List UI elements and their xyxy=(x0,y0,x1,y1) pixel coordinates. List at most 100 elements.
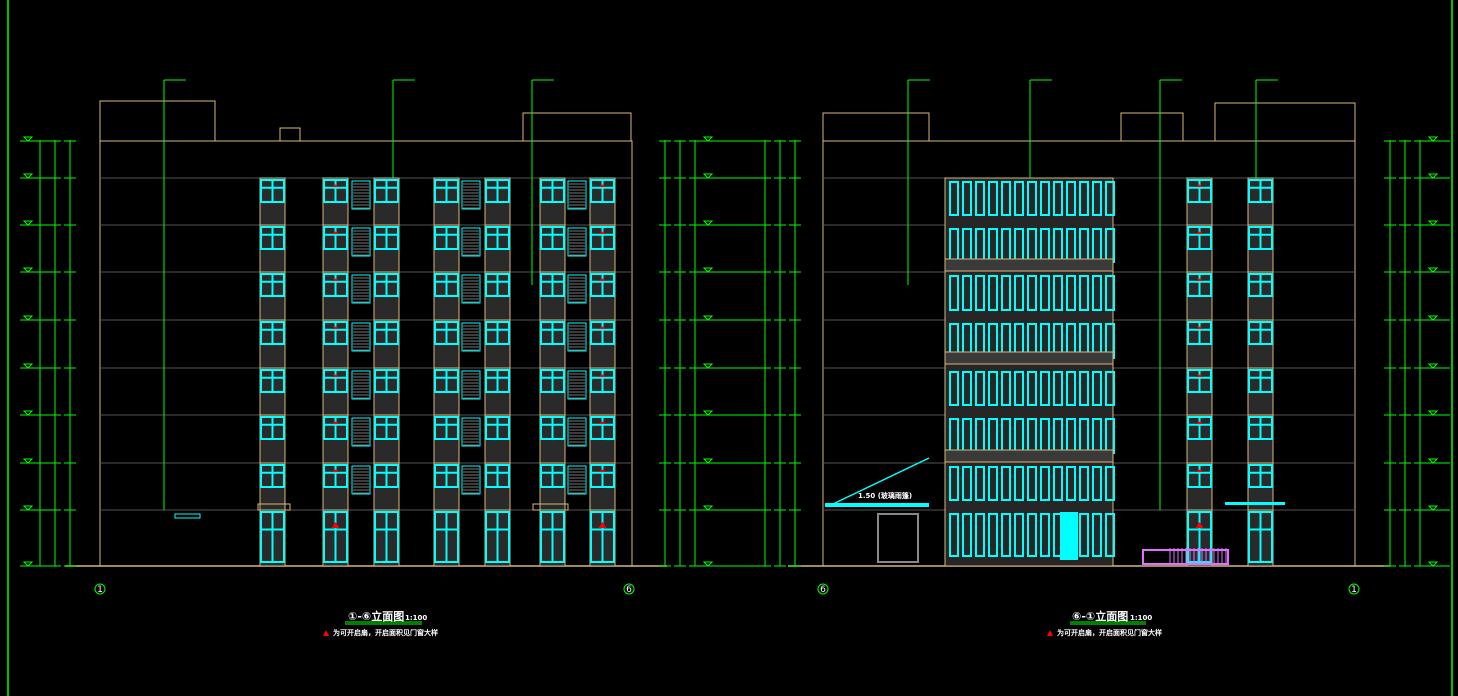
marker-triangle-icon xyxy=(331,374,340,378)
curtain-window xyxy=(1105,513,1115,557)
entrance-door xyxy=(877,513,919,563)
parapet xyxy=(1120,112,1184,142)
curtain-window xyxy=(1066,371,1076,406)
curtain-window xyxy=(1040,275,1050,311)
spandrel-band xyxy=(944,258,1114,272)
axis-bubble xyxy=(94,583,106,595)
louver xyxy=(567,465,587,495)
curtain-window xyxy=(1066,466,1076,501)
curtain-window xyxy=(1040,513,1050,557)
louver xyxy=(461,465,481,495)
level-marker-icon xyxy=(702,267,714,273)
level-marker-icon xyxy=(1427,220,1439,226)
curtain-window xyxy=(949,371,959,406)
marker-triangle-icon xyxy=(331,278,340,282)
curtain-window xyxy=(1001,466,1011,501)
marker-triangle-icon xyxy=(1195,326,1204,330)
level-marker-icon xyxy=(702,173,714,179)
marker-triangle-icon xyxy=(331,522,340,528)
curtain-window xyxy=(1001,513,1011,557)
louver xyxy=(351,180,371,210)
curtain-window xyxy=(1092,181,1102,216)
curtain-window xyxy=(962,275,972,311)
level-marker-icon xyxy=(1427,136,1439,142)
level-marker-icon xyxy=(702,458,714,464)
spandrel-band xyxy=(944,351,1114,365)
level-marker-icon xyxy=(702,505,714,511)
curtain-window xyxy=(1027,181,1037,216)
level-marker-icon xyxy=(1427,505,1439,511)
louver xyxy=(461,370,481,400)
curtain-window xyxy=(1092,275,1102,311)
louver xyxy=(351,370,371,400)
curtain-window xyxy=(962,513,972,557)
curtain-window xyxy=(1053,181,1063,216)
curtain-window xyxy=(988,371,998,406)
axis-bubble xyxy=(1348,583,1360,595)
louver xyxy=(567,370,587,400)
parapet xyxy=(279,127,301,142)
glass-canopy xyxy=(825,503,929,507)
level-marker-icon xyxy=(702,220,714,226)
level-marker-icon xyxy=(22,458,34,464)
marker-triangle-icon xyxy=(331,184,340,188)
axis-label: 1 xyxy=(1351,585,1357,595)
elevation-scale: 1:100 xyxy=(405,614,427,622)
level-marker-icon xyxy=(1427,458,1439,464)
parapet xyxy=(822,112,930,142)
curtain-window xyxy=(1066,181,1076,216)
curtain-window xyxy=(1053,466,1063,501)
vent xyxy=(174,513,201,519)
canopy xyxy=(532,503,569,511)
curtain-window xyxy=(1079,466,1089,501)
louver xyxy=(351,227,371,257)
canopy-brace xyxy=(832,457,930,505)
curtain-window xyxy=(1001,181,1011,216)
parapet xyxy=(1214,102,1356,142)
level-marker-icon xyxy=(702,561,714,567)
level-marker-icon xyxy=(22,315,34,321)
curtain-window xyxy=(1105,466,1115,501)
marker-triangle-icon xyxy=(1047,630,1053,636)
marker-triangle-icon xyxy=(598,231,607,235)
curtain-window xyxy=(975,513,985,557)
level-marker-icon xyxy=(22,267,34,273)
marker-triangle-icon xyxy=(323,630,329,636)
axis-label: 6 xyxy=(626,585,632,595)
curtain-window xyxy=(1040,466,1050,501)
level-marker-icon xyxy=(22,220,34,226)
louver xyxy=(461,274,481,304)
marker-triangle-icon xyxy=(598,374,607,378)
louver xyxy=(351,274,371,304)
level-marker-icon xyxy=(702,363,714,369)
curtain-window xyxy=(949,275,959,311)
curtain-window xyxy=(1014,513,1024,557)
legend-note: 为可开启扇，开启面积见门窗大样 xyxy=(333,628,438,637)
louver xyxy=(567,227,587,257)
curtain-window xyxy=(1079,275,1089,311)
curtain-window xyxy=(1105,371,1115,406)
curtain-window xyxy=(1066,275,1076,311)
curtain-window xyxy=(1040,181,1050,216)
curtain-window xyxy=(1014,466,1024,501)
level-marker-icon xyxy=(702,315,714,321)
curtain-window xyxy=(1001,371,1011,406)
level-marker-icon xyxy=(22,136,34,142)
curtain-window xyxy=(1027,513,1037,557)
level-marker-icon xyxy=(1427,363,1439,369)
louver xyxy=(461,417,481,447)
curtain-window xyxy=(988,181,998,216)
marker-triangle-icon xyxy=(598,421,607,425)
elevation-title[interactable]: ①-⑥立面图 xyxy=(348,609,404,623)
level-marker-icon xyxy=(702,410,714,416)
curtain-window xyxy=(949,466,959,501)
curtain-window xyxy=(949,513,959,557)
marker-triangle-icon xyxy=(598,522,607,528)
marker-triangle-icon xyxy=(598,278,607,282)
marker-triangle-icon xyxy=(331,231,340,235)
elevation-title[interactable]: ⑥-①立面图 xyxy=(1072,609,1128,623)
level-marker-icon xyxy=(22,561,34,567)
level-marker-icon xyxy=(1427,561,1439,567)
curtain-window xyxy=(1014,275,1024,311)
